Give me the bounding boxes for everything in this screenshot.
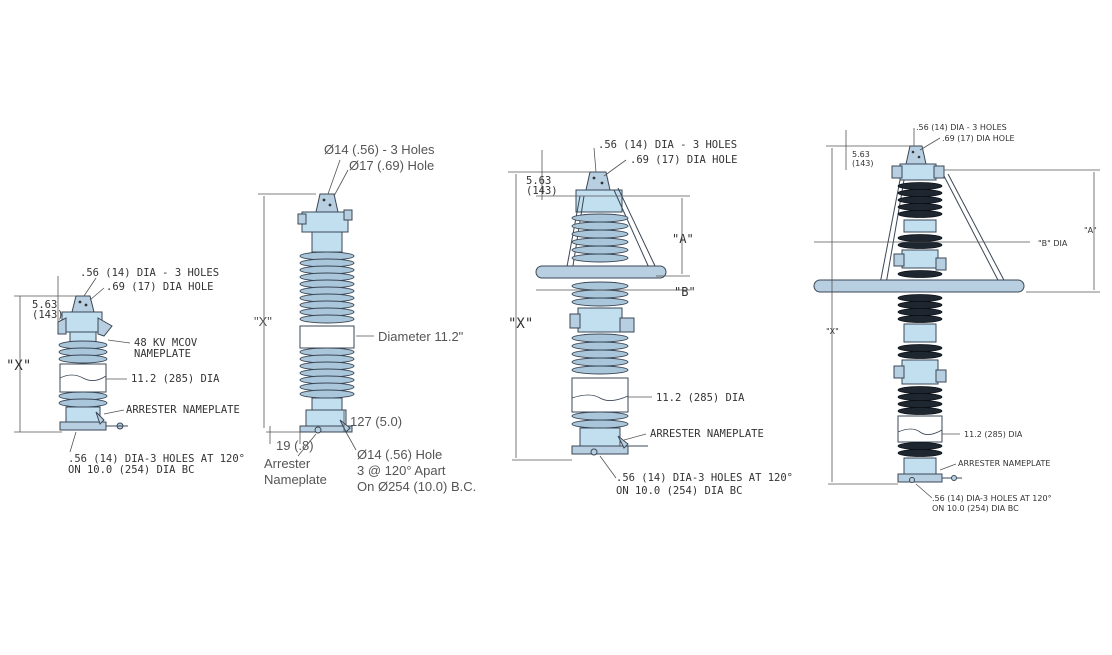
fig3-b-label: "B"	[674, 285, 696, 299]
fig3-a-label: "A"	[672, 232, 694, 246]
fig3-dim-in-label: 5.63	[526, 175, 551, 187]
fig2-x-label: "X"	[254, 314, 272, 329]
fig2-dim-127-label: 127 (5.0)	[350, 414, 402, 429]
fig3-arrester-label: ARRESTER NAMEPLATE	[650, 428, 764, 440]
fig2-hole-label-2: 3 @ 120° Apart	[357, 463, 446, 478]
fig4-a-label: "A"	[1084, 226, 1097, 235]
fig2-arrester-label-2: Nameplate	[264, 472, 327, 487]
fig4-arrester-body	[813, 145, 1025, 483]
fig3-arrester-body	[535, 171, 667, 456]
fig1-base-label-2: ON 10.0 (254) DIA BC	[68, 464, 194, 476]
fig3-holes-top-label: .56 (14) DIA - 3 HOLES	[598, 139, 737, 151]
fig3-base-label-1: .56 (14) DIA-3 HOLES AT 120°	[616, 472, 793, 484]
fig1-x-label: "X"	[6, 358, 31, 374]
fig4-base-label-1: .56 (14) DIA-3 HOLES AT 120°	[932, 494, 1052, 503]
fig2-dim-19-label: 19 (.8)	[276, 438, 314, 453]
fig1-holes-top-label: .56 (14) DIA - 3 HOLES	[80, 267, 219, 279]
fig4-dim-in-label: 5.63	[852, 150, 870, 159]
fig4-hole-top-label: .69 (17) DIA HOLE	[942, 134, 1015, 143]
fig1-dim-mm-label: (143)	[32, 309, 64, 321]
fig4-dia-label: 11.2 (285) DIA	[964, 430, 1023, 439]
fig4-b-label: "B" DIA	[1038, 239, 1068, 248]
fig4-x-label: "X"	[826, 327, 839, 336]
fig3-base-label-2: ON 10.0 (254) DIA BC	[616, 485, 742, 497]
fig2-diameter-label: Diameter 11.2"	[378, 329, 464, 344]
fig2-arrester-label-1: Arrester	[264, 456, 311, 471]
fig3-hole-top-label: .69 (17) DIA HOLE	[630, 154, 737, 166]
fig3-x-label: "X"	[508, 316, 533, 332]
fig1-arrester-label: ARRESTER NAMEPLATE	[126, 404, 240, 416]
fig4-holes-top-label: .56 (14) DIA - 3 HOLES	[916, 123, 1007, 132]
fig4-dim-mm-label: (143)	[852, 159, 874, 168]
fig1-arrester-body	[57, 295, 128, 431]
fig2-hole-label-3: On Ø254 (10.0) B.C.	[357, 479, 476, 494]
figure-3: .56 (14) DIA - 3 HOLES .69 (17) DIA HOLE…	[508, 139, 793, 497]
fig2-hole-label-1: Ø14 (.56) Hole	[357, 447, 442, 462]
fig2-holes-top-label: Ø14 (.56) - 3 Holes	[324, 142, 435, 157]
fig2-hole-top-label: Ø17 (.69) Hole	[349, 158, 434, 173]
fig1-base-label-1: .56 (14) DIA-3 HOLES AT 120°	[68, 453, 245, 465]
fig1-dim-in-label: 5.63	[32, 299, 57, 311]
fig1-dia-label: 11.2 (285) DIA	[131, 373, 220, 385]
fig1-mcov-label-2: NAMEPLATE	[134, 348, 191, 360]
fig4-base-label-2: ON 10.0 (254) DIA BC	[932, 504, 1019, 513]
fig1-hole-top-label: .69 (17) DIA HOLE	[106, 281, 213, 293]
figure-4: .56 (14) DIA - 3 HOLES .69 (17) DIA HOLE…	[813, 123, 1100, 513]
figure-1: .56 (14) DIA - 3 HOLES .69 (17) DIA HOLE…	[6, 267, 245, 476]
figure-2: Ø14 (.56) - 3 Holes Ø17 (.69) Hole "X" D…	[254, 142, 476, 494]
fig2-arrester-body	[297, 193, 355, 434]
fig4-arrester-label: ARRESTER NAMEPLATE	[958, 459, 1050, 468]
fig1-mcov-label-1: 48 KV MCOV	[134, 337, 198, 349]
fig3-dim-mm-label: (143)	[526, 185, 558, 197]
fig3-dia-label: 11.2 (285) DIA	[656, 392, 745, 404]
